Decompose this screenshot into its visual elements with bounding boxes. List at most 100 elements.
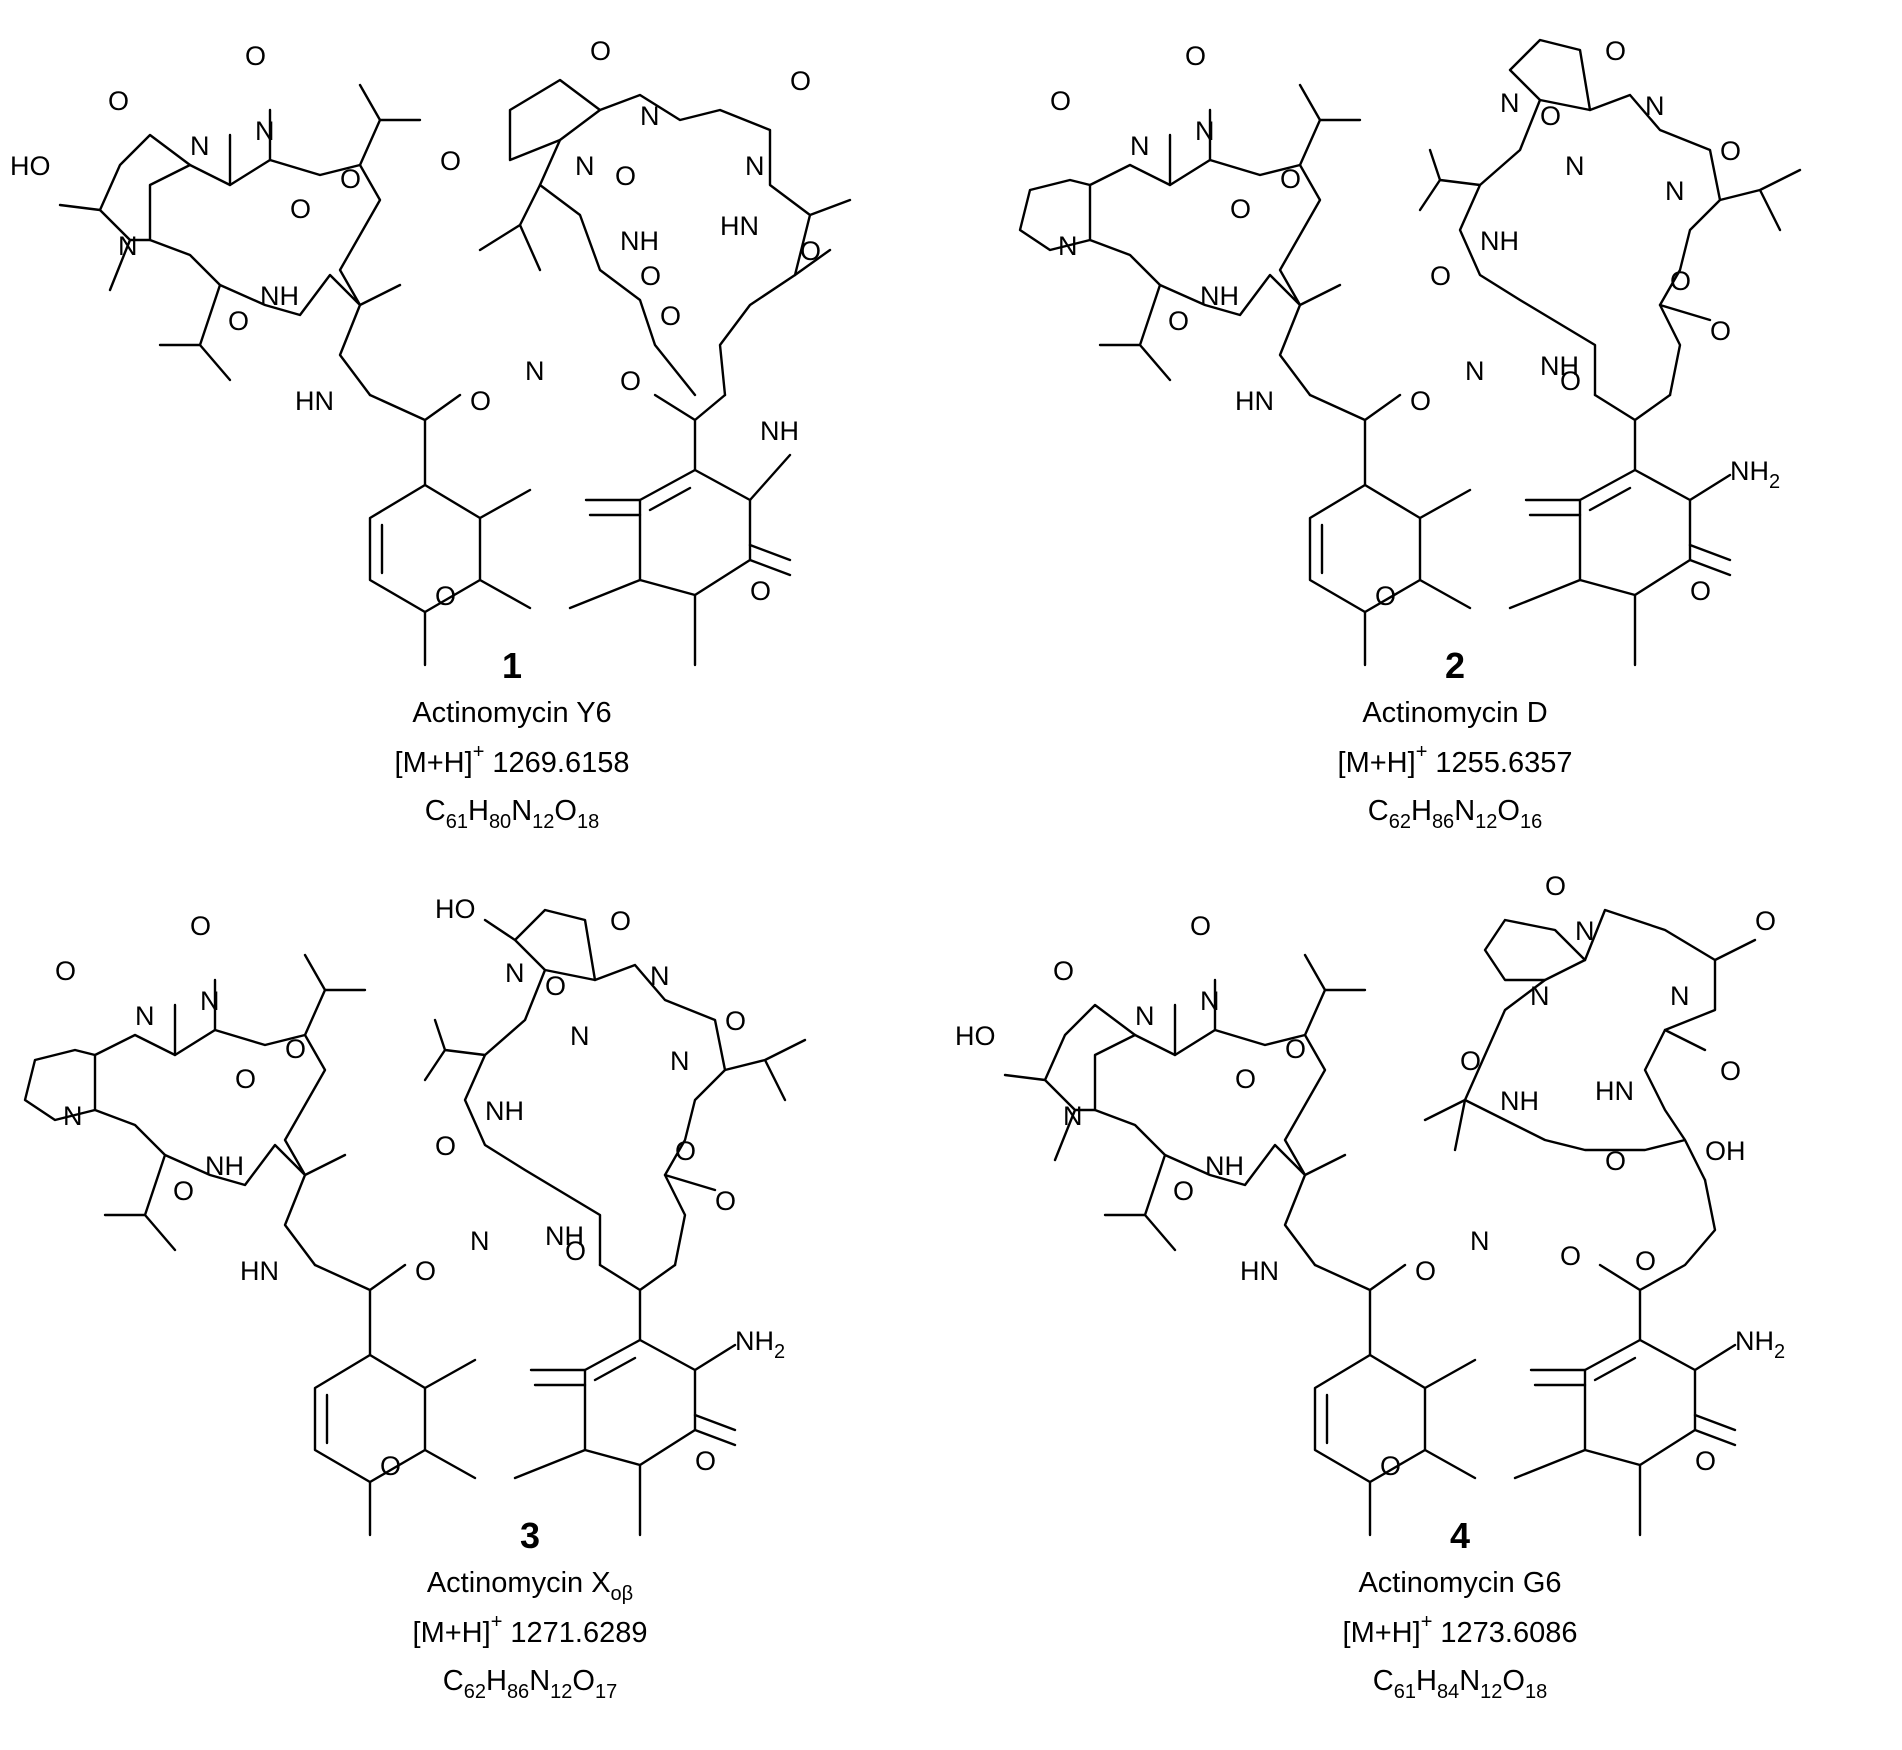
compound-1-structure xyxy=(58,78,852,667)
svg-text:O: O xyxy=(1720,1056,1741,1086)
svg-text:NH2: NH2 xyxy=(735,1326,785,1363)
svg-text:O: O xyxy=(620,366,641,396)
svg-text:O: O xyxy=(1185,41,1206,71)
svg-text:N: N xyxy=(570,1021,590,1051)
svg-text:NH: NH xyxy=(1205,1151,1244,1181)
svg-text:O: O xyxy=(1380,1451,1401,1481)
svg-text:O: O xyxy=(545,971,566,1001)
svg-text:N: N xyxy=(63,1101,83,1131)
svg-text:O: O xyxy=(1235,1064,1256,1094)
svg-text:N: N xyxy=(1670,981,1690,1011)
svg-text:HN: HN xyxy=(240,1256,279,1286)
svg-text:O: O xyxy=(1173,1176,1194,1206)
compound-1-caption: 1 Actinomycin Y6 [M+H]+1269.6158 C61H80N… xyxy=(395,645,630,833)
svg-text:N: N xyxy=(470,1226,490,1256)
svg-text:O: O xyxy=(1605,36,1626,66)
svg-text:N: N xyxy=(1195,116,1215,146)
svg-text:N: N xyxy=(1135,1001,1155,1031)
svg-text:HN: HN xyxy=(295,386,334,416)
compound-3-caption: 3 Actinomycin Xoβ [M+H]+1271.6289 C62H86… xyxy=(413,1515,648,1703)
svg-text:NH: NH xyxy=(760,416,799,446)
compound-number: 2 xyxy=(1445,645,1465,686)
svg-text:O: O xyxy=(285,1034,306,1064)
svg-text:O: O xyxy=(1410,386,1431,416)
svg-text:N: N xyxy=(1645,91,1665,121)
compound-mass: [M+H]+1271.6289 xyxy=(413,1611,648,1649)
svg-text:N: N xyxy=(745,151,765,181)
svg-text:O: O xyxy=(565,1236,586,1266)
svg-text:HN: HN xyxy=(1235,386,1274,416)
svg-text:O: O xyxy=(235,1064,256,1094)
svg-text:O: O xyxy=(1605,1146,1626,1176)
svg-text:O: O xyxy=(173,1176,194,1206)
compound-2-caption: 2 Actinomycin D [M+H]+1255.6357 C62H86N1… xyxy=(1338,645,1573,833)
svg-text:O: O xyxy=(1230,194,1251,224)
compound-formula: C62H86N12O17 xyxy=(443,1665,617,1703)
svg-text:O: O xyxy=(1690,576,1711,606)
compound-mass: [M+H]+1273.6086 xyxy=(1343,1611,1578,1649)
svg-text:O: O xyxy=(610,906,631,936)
svg-text:O: O xyxy=(1280,164,1301,194)
svg-text:O: O xyxy=(435,581,456,611)
svg-text:O: O xyxy=(380,1451,401,1481)
svg-text:O: O xyxy=(1460,1046,1481,1076)
svg-text:N: N xyxy=(525,356,545,386)
compound-1-atoms: HO N O N O N O O NH O HN O N O O O NH O … xyxy=(10,36,821,611)
svg-text:N: N xyxy=(640,101,660,131)
svg-text:O: O xyxy=(1560,1241,1581,1271)
svg-text:O: O xyxy=(675,1136,696,1166)
compound-name: Actinomycin D xyxy=(1362,697,1547,729)
svg-text:O: O xyxy=(415,1256,436,1286)
compound-formula: C61H80N12O18 xyxy=(425,795,599,833)
svg-text:O: O xyxy=(1670,266,1691,296)
svg-text:O: O xyxy=(750,576,771,606)
svg-text:NH: NH xyxy=(1500,1086,1539,1116)
compound-2-structure xyxy=(1018,38,1802,667)
svg-text:O: O xyxy=(1190,911,1211,941)
svg-text:O: O xyxy=(1430,261,1451,291)
compound-4-structure xyxy=(1003,908,1757,1537)
svg-text:O: O xyxy=(440,146,461,176)
svg-text:O: O xyxy=(1050,86,1071,116)
svg-text:O: O xyxy=(660,301,681,331)
compound-2-atoms: O N N O N O O NH O HN O N O O O NH2 NH O… xyxy=(1050,36,1780,611)
svg-text:O: O xyxy=(725,1006,746,1036)
compound-4-atoms: HO O N N O N O O NH O HN O N O O O NH2 O… xyxy=(955,871,1785,1481)
svg-text:O: O xyxy=(615,161,636,191)
svg-text:O: O xyxy=(1053,956,1074,986)
svg-text:N: N xyxy=(255,116,275,146)
compound-number: 1 xyxy=(502,645,522,686)
svg-text:NH: NH xyxy=(1480,226,1519,256)
svg-text:O: O xyxy=(695,1446,716,1476)
svg-text:N: N xyxy=(135,1001,155,1031)
svg-text:N: N xyxy=(575,151,595,181)
compound-number: 3 xyxy=(520,1515,540,1556)
compound-mass: [M+H]+1269.6158 xyxy=(395,741,630,779)
svg-text:HN: HN xyxy=(1240,1256,1279,1286)
svg-text:N: N xyxy=(670,1046,690,1076)
svg-text:HO: HO xyxy=(955,1021,996,1051)
compound-name: Actinomycin G6 xyxy=(1358,1567,1561,1599)
svg-text:O: O xyxy=(1285,1034,1306,1064)
compound-mass: [M+H]+1255.6357 xyxy=(1338,741,1573,779)
svg-text:N: N xyxy=(1058,231,1078,261)
svg-text:N: N xyxy=(1200,986,1220,1016)
svg-text:NH: NH xyxy=(1200,281,1239,311)
svg-text:N: N xyxy=(505,958,525,988)
svg-text:O: O xyxy=(1695,1446,1716,1476)
svg-text:NH: NH xyxy=(545,1221,584,1251)
svg-text:N: N xyxy=(1665,176,1685,206)
svg-text:O: O xyxy=(715,1186,736,1216)
svg-text:O: O xyxy=(1545,871,1566,901)
svg-text:O: O xyxy=(1168,306,1189,336)
compound-4-caption: 4 Actinomycin G6 [M+H]+1273.6086 C61H84N… xyxy=(1343,1515,1578,1703)
svg-text:O: O xyxy=(55,956,76,986)
svg-text:O: O xyxy=(590,36,611,66)
svg-text:HN: HN xyxy=(1595,1076,1634,1106)
svg-text:O: O xyxy=(1415,1256,1436,1286)
svg-text:O: O xyxy=(1635,1246,1656,1276)
svg-text:O: O xyxy=(1375,581,1396,611)
svg-text:NH: NH xyxy=(260,281,299,311)
svg-text:N: N xyxy=(650,961,670,991)
